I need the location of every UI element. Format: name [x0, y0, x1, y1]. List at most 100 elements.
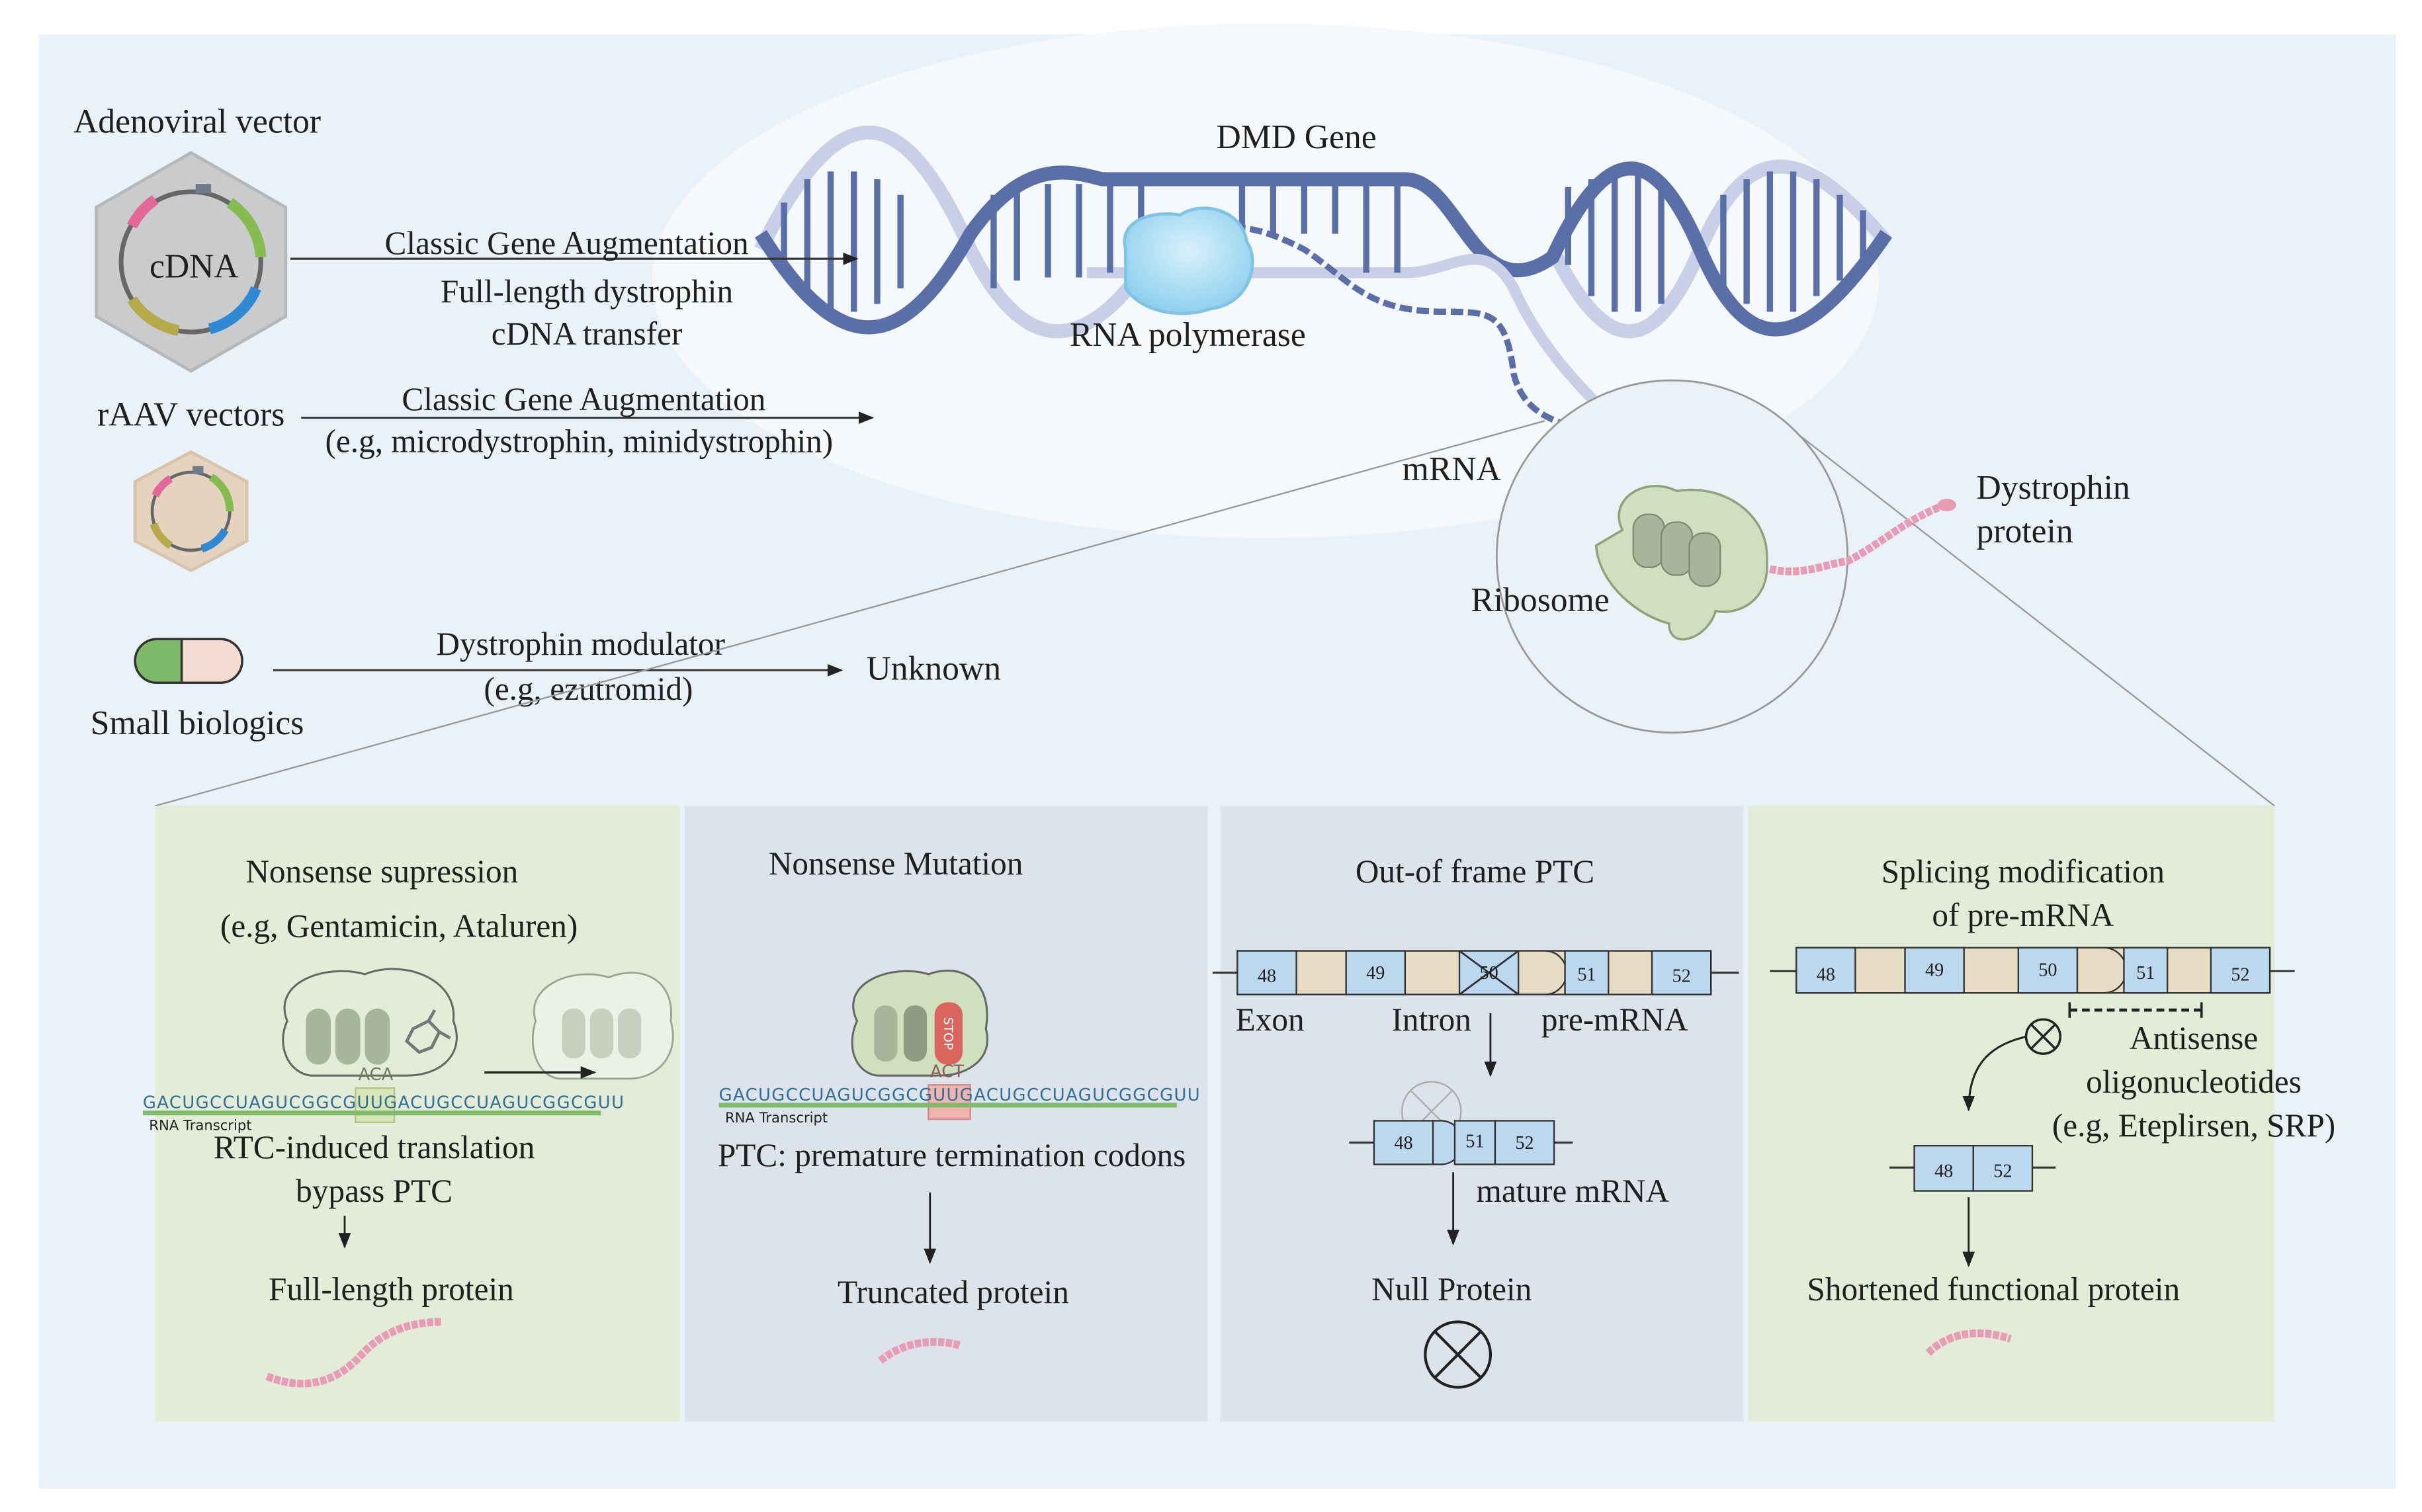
rna-polymerase-label: RNA polymerase — [1070, 316, 1306, 354]
raav-segment-green — [208, 474, 234, 512]
p4-exon-50-label: 50 — [2038, 960, 2057, 980]
p2-transcript-label: RNA Transcript — [725, 1109, 828, 1126]
p3-result: Null Protein — [1371, 1271, 1532, 1307]
p3-mature-label: mature mRNA — [1477, 1173, 1670, 1209]
p3-exon-51-label: 51 — [1577, 964, 1596, 985]
p3-exon-48 — [1236, 950, 1297, 995]
p3-pre-mrna-label: pre-mRNA — [1541, 1001, 1688, 1038]
small-biologics-title: Small biologics — [91, 704, 304, 742]
adenoviral-arrow-text-1: Classic Gene Augmentation — [385, 225, 749, 261]
ribosome-subunit-3 — [1688, 532, 1721, 587]
p4-aso-3: (e.g, Eteplirsen, SRP) — [2052, 1107, 2335, 1144]
p1-result: Full-length protein — [269, 1271, 514, 1307]
p3-mature-exon-52 — [1494, 1120, 1555, 1165]
ribosome-label: Ribosome — [1471, 581, 1609, 619]
p4-mature-exon-52 — [1972, 1144, 2034, 1192]
p4-exon-52 — [2210, 946, 2271, 994]
p4-block-cross-2 — [2030, 1023, 2057, 1050]
p2-result: Truncated protein — [838, 1274, 1069, 1310]
adenoviral-vector-title: Adenoviral vector — [73, 103, 321, 140]
p1-title-2: (e.g, Gentamicin, Ataluren) — [220, 907, 578, 944]
cdna-label: cDNA — [150, 247, 239, 285]
raav-segment-olive — [150, 522, 173, 549]
raav-segment-blue — [200, 528, 229, 553]
raav-arrow-text-2: (e.g, microdystrophin, minidystrophin) — [325, 423, 833, 459]
p2-protein-chain — [877, 1338, 961, 1364]
p2-sequence: GACUGCCUAGUCGGCGUUGACUGCCUAGUCGGCGUU — [719, 1085, 1201, 1105]
p1-codon-highlight — [355, 1087, 396, 1124]
p3-exon-52 — [1651, 950, 1712, 995]
raav-segment-pink — [151, 475, 173, 498]
adenoviral-arrow-text-2: Full-length dystrophin — [441, 273, 733, 310]
p4-exon-51-label: 51 — [2136, 963, 2155, 984]
plasmid-segment-green — [226, 198, 267, 258]
p3-mature-48-label: 48 — [1394, 1133, 1412, 1154]
p4-exon-52-label: 52 — [2231, 964, 2249, 985]
p3-exon-52-label: 52 — [1672, 966, 1690, 987]
p1-ribosome-subunit-2 — [335, 1008, 361, 1065]
panel-splicing — [1748, 806, 2275, 1422]
raav-title: rAAV vectors — [97, 396, 284, 433]
zoom-line-right — [1800, 435, 2275, 807]
p3-exon-51 — [1564, 950, 1610, 995]
protein-chain-end — [1937, 499, 1956, 511]
p3-exon-label: Exon — [1236, 1001, 1305, 1038]
unknown-result: Unknown — [867, 650, 1002, 687]
raav-marker — [193, 466, 204, 474]
p1-ghost-subunit-1 — [562, 1008, 585, 1059]
p1-caption-2: bypass PTC — [296, 1173, 453, 1209]
plasmid-segment-pink — [127, 194, 159, 229]
p1-sequence: GACUGCCUAGUCGGCGUUGACUGCCUAGUCGGCGUU — [143, 1093, 625, 1113]
p2-ribosome-subunit-2 — [903, 1005, 928, 1062]
p2-codon: ACT — [930, 1062, 964, 1081]
p3-mature-52-label: 52 — [1515, 1133, 1534, 1154]
p2-ribosome-subunit-1 — [874, 1005, 898, 1062]
p3-mature-51-label: 51 — [1465, 1131, 1484, 1152]
p3-exon-49-label: 49 — [1366, 963, 1385, 984]
p4-aso-2: oligonucleotides — [2086, 1064, 2302, 1100]
p3-intron-label: Intron — [1392, 1001, 1471, 1038]
dystrophin-protein-chain — [1768, 503, 1942, 575]
p3-exon-50-cap — [1517, 950, 1568, 995]
p4-title-1: Splicing modification — [1881, 853, 2165, 890]
p4-mature-48-label: 48 — [1934, 1161, 1953, 1181]
p4-aso-1: Antisense — [2130, 1020, 2258, 1056]
p1-transcript-label: RNA Transcript — [149, 1117, 251, 1134]
p2-title: Nonsense Mutation — [769, 845, 1023, 882]
dystrophin-label-1: Dystrophin — [1976, 469, 2130, 507]
p3-mature-exon-51 — [1453, 1120, 1496, 1165]
raav-arrow-text-1: Classic Gene Augmentation — [402, 381, 765, 417]
p3-null-cross-2 — [1433, 1330, 1483, 1379]
plasmid-marker — [195, 184, 212, 194]
p1-ghost-subunit-3 — [618, 1008, 642, 1059]
p4-curved-arrow — [1962, 1035, 2026, 1112]
p3-exon-49 — [1345, 950, 1406, 995]
cdna-plasmid-ring — [118, 189, 263, 335]
p2-stop-codon — [934, 1002, 963, 1065]
p4-mature-52-label: 52 — [1993, 1161, 2012, 1181]
p4-exon-48-label: 48 — [1817, 964, 1835, 985]
mrna-label: mRNA — [1403, 450, 1501, 488]
p4-exon-48 — [1795, 946, 1856, 994]
dystrophin-label-2: protein — [1976, 513, 2073, 550]
p3-cross-2 — [1459, 950, 1520, 995]
p1-drug-molecule — [404, 1009, 451, 1054]
p4-exon-50-cap — [2076, 946, 2128, 994]
panel-out-of-frame — [1220, 806, 1744, 1422]
p4-exon-49 — [1904, 946, 1965, 994]
p3-title: Out-of frame PTC — [1356, 853, 1594, 890]
ribosome-subunit-1 — [1632, 513, 1665, 569]
p4-result: Shortened functional protein — [1807, 1271, 2180, 1307]
p1-ghost-subunit-2 — [589, 1008, 613, 1059]
small-arrow-text-1: Dystrophin modulator — [436, 626, 725, 662]
dmd-gene-label: DMD Gene — [1216, 118, 1376, 156]
p2-caption: PTC: premature termination codons — [718, 1137, 1186, 1173]
p4-title-2: of pre-mRNA — [1932, 897, 2114, 933]
p2-codon-highlight — [928, 1084, 971, 1120]
plasmid-segment-olive — [127, 296, 180, 336]
p1-protein-chain — [265, 1318, 443, 1388]
p3-null-icon — [1424, 1320, 1492, 1389]
p1-ribosome-subunit-1 — [306, 1008, 331, 1065]
